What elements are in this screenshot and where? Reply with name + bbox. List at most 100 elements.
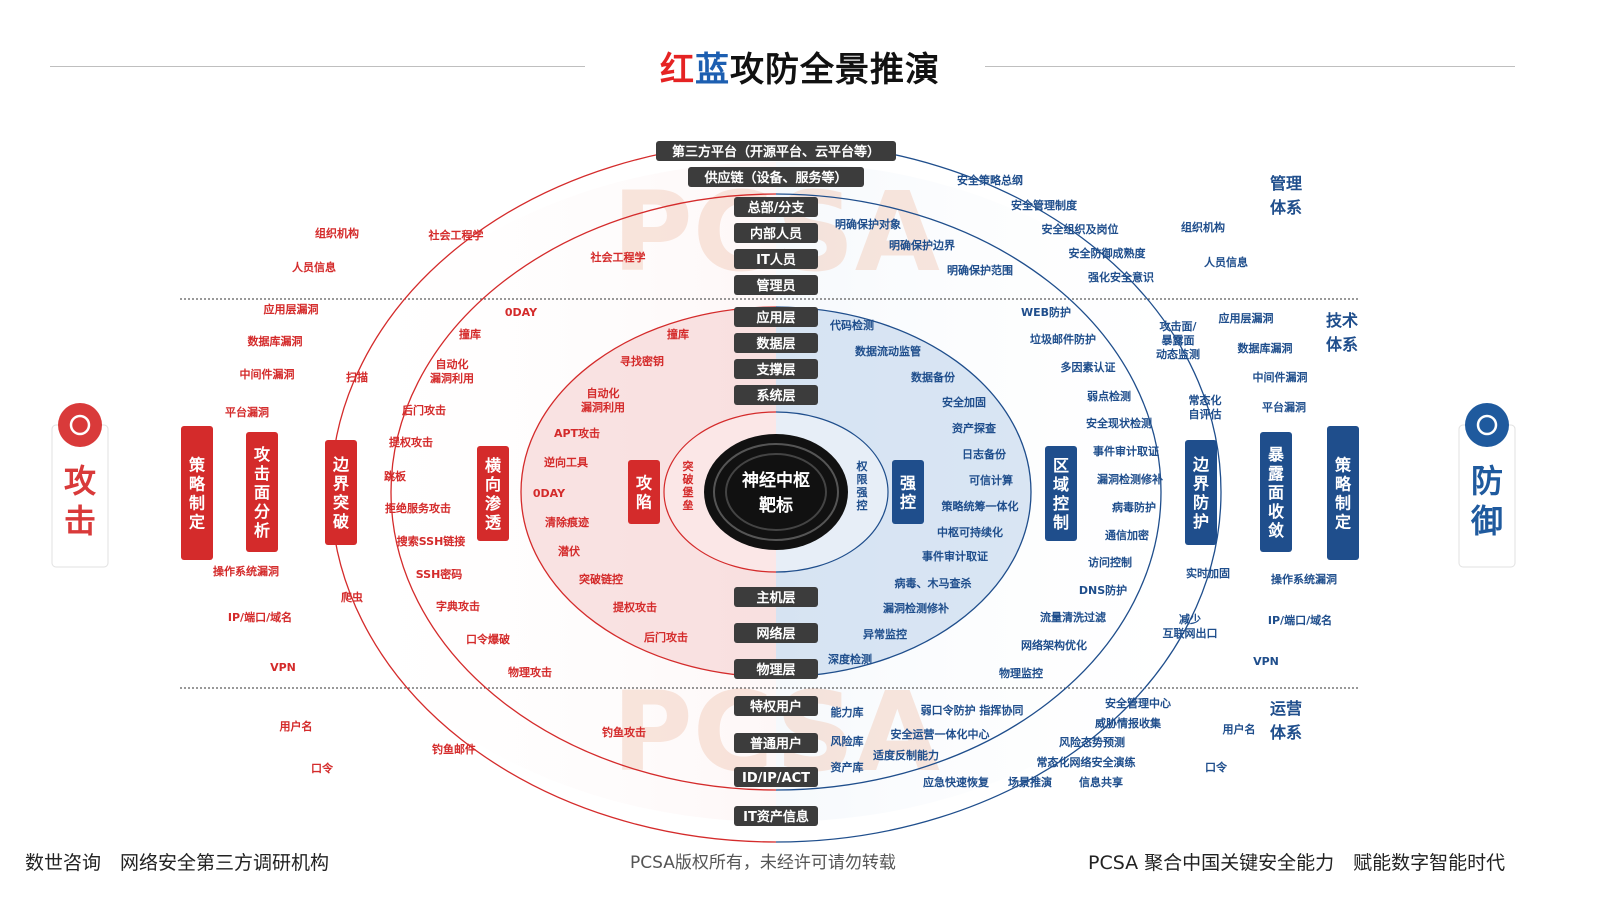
defense-label-39: 常态化: [1189, 393, 1222, 407]
defense-label-13: 弱点检测: [1087, 389, 1131, 403]
center-pill-3: 内部人员: [734, 223, 818, 243]
attack-label-5: 数据库漏洞: [248, 334, 303, 348]
center-pill-bg: [734, 359, 818, 379]
center-pill-0: 第三方平台（开源平台、云平台等）: [656, 141, 896, 161]
attack-label-0: 组织机构: [315, 226, 359, 240]
center-pill-bg: [734, 307, 818, 327]
center-pill-bg: [656, 141, 896, 161]
center-pill-4: IT人员: [734, 249, 818, 269]
center-pill-label: ID/IP/ACT: [742, 771, 810, 786]
attack-bar-4-bg: [628, 460, 660, 524]
defense-label-35: 漏洞检测修补: [883, 601, 949, 615]
attack-bar-3-bg: [477, 446, 509, 541]
defense-label-26: 数据备份: [911, 370, 956, 384]
center-pill-label: 系统层: [756, 388, 795, 404]
ring-caption-right-char: 控: [857, 498, 868, 512]
attack-label-34: 提权攻击: [613, 600, 657, 614]
title-blue: 蓝: [695, 50, 730, 90]
defense-label-46: 操作系统漏洞: [1271, 572, 1337, 586]
defense-label-12: 多因素认证: [1061, 360, 1116, 374]
attack-label-19: 口令爆破: [466, 632, 510, 646]
defense-label-10: WEB防护: [1021, 305, 1071, 319]
attack-label-27-b: 漏洞利用: [581, 400, 625, 414]
defense-label-56: 场景推演: [1008, 775, 1052, 789]
defense-bar-2-char: 界: [1193, 474, 1209, 493]
title-red: 红: [660, 50, 695, 90]
defense-bar-1-char: 控: [1053, 494, 1069, 513]
section-mgmt-line2: 体系: [1270, 198, 1302, 217]
attack-bar-0-char: 制: [189, 494, 205, 513]
defense-label-19: 访问控制: [1088, 555, 1132, 569]
target-icon: [58, 403, 102, 447]
ring-caption-left-char: 堡: [683, 485, 694, 499]
attack-bar-2-char: 突: [333, 493, 349, 512]
defense-label-53: 安全运营一体化中心: [891, 727, 990, 741]
attack-bar-2-bg: [325, 440, 357, 545]
defense-bar-1-char: 区: [1053, 456, 1069, 475]
attack-label-38: 钓鱼邮件: [432, 742, 476, 756]
ring-caption-right-char: 强: [857, 486, 868, 499]
defense-label-17: 病毒防护: [1112, 500, 1156, 514]
attack-bar-1-char: 分: [254, 502, 270, 521]
attack-label-13: 提权攻击: [389, 435, 433, 449]
attack-label-7: 平台漏洞: [225, 405, 269, 419]
defense-label-5: 明确保护对象: [835, 217, 901, 231]
defense-bar-4-char: 略: [1335, 475, 1352, 494]
attack-label-8: 扫描: [346, 370, 368, 384]
header-line-left: [50, 66, 585, 67]
center-pill-8: 支撑层: [734, 359, 818, 379]
defense-label-52: 弱口令防护 指挥协同: [921, 703, 1024, 717]
attack-label-17: SSH密码: [416, 567, 463, 581]
section-tech-line2: 体系: [1326, 335, 1358, 354]
attack-label-1: 人员信息: [292, 260, 336, 274]
attack-label-21: 操作系统漏洞: [213, 564, 279, 578]
center-pill-11: 网络层: [734, 623, 818, 643]
defense-label-38: 攻击面/: [1159, 319, 1197, 333]
defense-bar-0-char: 强: [900, 474, 916, 493]
center-pill-bg: [734, 587, 818, 607]
defense-bar-1-bg: [1045, 446, 1077, 541]
attack-label-28: APT攻击: [554, 426, 600, 440]
defense-label-50: 风险库: [831, 734, 864, 748]
attack-label-9: 0DAY: [505, 306, 538, 319]
attack-bar-0-char: 定: [188, 513, 205, 532]
defense-label-2: 安全组织及岗位: [1042, 222, 1119, 236]
attack-label-31: 清除痕迹: [545, 515, 589, 529]
center-pill-bg: [734, 623, 818, 643]
center-pill-bg: [734, 659, 818, 679]
attack-bar-3-char: 透: [485, 513, 502, 532]
attack-label-12: 后门攻击: [402, 403, 446, 417]
center-pill-bg: [734, 275, 818, 295]
defense-label-42: 应用层漏洞: [1219, 311, 1274, 325]
center-pill-label: 内部人员: [750, 226, 802, 242]
defense-label-38-b: 暴露面: [1161, 334, 1195, 347]
defense-label-57: 信息共享: [1079, 775, 1123, 789]
defense-bar-3-bg: [1260, 432, 1292, 552]
center-pill-bg: [734, 696, 818, 716]
section-ops-line1: 运营: [1270, 699, 1302, 718]
target-core: [704, 434, 848, 550]
center-pill-label: 普通用户: [750, 736, 802, 752]
attack-ring-1: [390, 193, 776, 791]
attack-label-30: 0DAY: [533, 487, 566, 500]
defense-label-60: 风险态势预测: [1059, 735, 1125, 749]
target-ring-1: [713, 443, 839, 541]
center-pill-bg: [734, 733, 818, 753]
ring-caption-right-char: 权: [856, 459, 869, 473]
defense-bar-4-char: 策: [1334, 456, 1352, 475]
title-rest: 攻防全景推演: [730, 50, 940, 90]
defense-label-40: 实时加固: [1186, 566, 1230, 580]
center-pill-13: 特权用户: [734, 696, 818, 716]
defense-bar-1-char: 制: [1053, 513, 1069, 532]
center-pill-6: 应用层: [734, 307, 818, 327]
defense-label-55: 应急快速恢复: [923, 775, 990, 789]
attack-label-25: 撞库: [667, 327, 689, 341]
defense-bar-3-char: 收: [1268, 502, 1284, 521]
attack-label-22: 爬虫: [341, 590, 363, 604]
